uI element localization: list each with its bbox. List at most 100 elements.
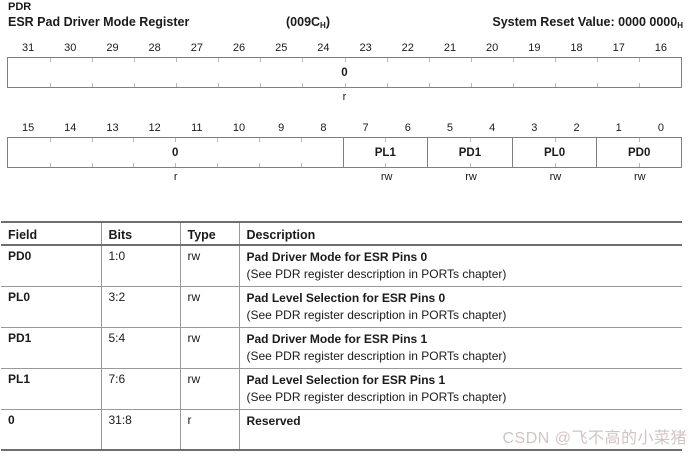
description-cell: Pad Level Selection for ESR Pins 0 (See … — [238, 286, 682, 327]
type-cell: rw — [179, 368, 239, 409]
bit-number: 10 — [232, 122, 246, 134]
bits-cell: 5:4 — [100, 327, 180, 368]
bit-number: 1 — [615, 122, 622, 134]
bit-boundary-tick — [596, 58, 598, 62]
description-cell: Reserved — [238, 409, 682, 450]
bit-number: 30 — [64, 42, 77, 54]
register-short-name: PDR — [8, 1, 32, 13]
bitfield-0: 0 — [8, 138, 343, 167]
bit-boundary-tick — [470, 83, 472, 87]
bitfield-label: PL1 — [374, 146, 396, 159]
bit-boundary-tick — [260, 58, 262, 62]
bits-cell: 1:0 — [100, 245, 180, 286]
bitfield-pd1: PD1 — [427, 138, 512, 167]
bit-number: 15 — [21, 122, 35, 134]
description-cell: Pad Level Selection for ESR Pins 1 (See … — [238, 368, 682, 409]
description-title: Pad Level Selection for ESR Pins 1 — [246, 372, 446, 387]
bit-number: 8 — [320, 122, 327, 134]
bit-boundary-tick — [554, 58, 556, 62]
bit-boundary-tick — [91, 163, 93, 167]
field-description-table: Field Bits Type Description PD0 1:0 rw P… — [1, 221, 682, 451]
bit-boundary-tick — [134, 83, 136, 87]
bit-boundary-tick — [92, 83, 94, 87]
description-cell: Pad Driver Mode for ESR Pins 0 (See PDR … — [238, 245, 682, 286]
bit-boundary-tick — [92, 58, 94, 62]
table-row-pl1: PL1 7:6 rw Pad Level Selection for ESR P… — [1, 368, 682, 409]
bit-boundary-tick — [385, 138, 387, 142]
field-name-cell: PD1 — [8, 330, 32, 345]
access-label: r — [342, 91, 347, 103]
col-header-description: Description — [238, 222, 682, 245]
bit-boundary-tick — [134, 58, 136, 62]
bit-boundary-tick — [176, 83, 178, 87]
bit-boundary-tick — [218, 58, 220, 62]
bit-boundary-tick — [512, 83, 514, 87]
bit-boundary-tick — [218, 83, 220, 87]
bit-number: 31 — [21, 42, 35, 54]
bitfield-label: PD1 — [458, 146, 482, 159]
bit-boundary-tick — [300, 138, 302, 142]
access-label: rw — [465, 171, 477, 183]
description-note: (See PDR register description in PORTs c… — [246, 267, 507, 281]
bit-boundary-tick — [133, 163, 135, 167]
table-row-pd0: PD0 1:0 rw Pad Driver Mode for ESR Pins … — [1, 245, 682, 286]
table-row-pl0: PL0 3:2 rw Pad Level Selection for ESR P… — [1, 286, 682, 327]
bit-number: 20 — [486, 42, 499, 54]
bit-boundary-tick — [554, 83, 556, 87]
description-title: Pad Driver Mode for ESR Pins 0 — [246, 250, 428, 264]
description-note: (See PDR register description in PORTs c… — [246, 348, 507, 363]
bit-number: 14 — [64, 122, 77, 134]
bit-boundary-tick — [217, 138, 219, 142]
register-address-subscript: H — [320, 21, 326, 30]
bitfield-pd0: PD0 — [596, 138, 681, 167]
bit-number: 26 — [232, 42, 246, 54]
access-label: r — [173, 171, 178, 183]
bit-number: 27 — [190, 42, 203, 54]
bits-cell: 7:6 — [100, 368, 180, 409]
field-name-cell: PL1 — [8, 371, 31, 386]
table-row-pd1: PD1 5:4 rw Pad Driver Mode for ESR Pins … — [1, 327, 682, 368]
register-title-line: ESR Pad Driver Mode Register (009CH) Sys… — [0, 15, 688, 32]
access-label: rw — [549, 171, 562, 183]
bit-boundary-tick — [258, 163, 260, 167]
bitfield-0: 0 — [8, 58, 681, 87]
bit-boundary-tick — [175, 138, 177, 142]
bit-number: 0 — [657, 122, 664, 134]
bit-number: 11 — [191, 122, 203, 134]
bit-boundary-tick — [428, 58, 430, 62]
type-cell: rw — [179, 327, 239, 368]
field-name-cell: PL0 — [8, 289, 31, 304]
bit-number: 16 — [654, 42, 668, 54]
bit-number: 5 — [446, 122, 454, 134]
col-header-bits: Bits — [100, 222, 180, 245]
bit-boundary-tick — [385, 163, 387, 167]
description-title: Reserved — [246, 413, 301, 428]
bit-number: 4 — [489, 122, 496, 134]
bitfield-label: 0 — [172, 146, 179, 159]
bit-boundary-tick — [260, 83, 262, 87]
bit-number: 18 — [570, 42, 583, 54]
bit-boundary-tick — [49, 138, 51, 142]
bit-boundary-tick — [386, 58, 388, 62]
register-address: (009CH) — [286, 15, 330, 30]
bit-boundary-tick — [176, 58, 178, 62]
bit-number: 6 — [404, 122, 411, 134]
bit-boundary-tick — [386, 83, 388, 87]
bit-boundary-tick — [258, 138, 260, 142]
access-label: rw — [634, 171, 646, 183]
description-title: Pad Level Selection for ESR Pins 0 — [246, 290, 446, 305]
bit-boundary-tick — [344, 58, 346, 62]
bit-number: 3 — [531, 122, 538, 134]
bit-boundary-tick — [512, 58, 514, 62]
bit-boundary-tick — [470, 58, 472, 62]
bit-boundary-tick — [302, 58, 304, 62]
col-header-type: Type — [179, 222, 239, 245]
bit-boundary-tick — [344, 83, 346, 87]
bitfield-pl1: PL1 — [342, 138, 428, 167]
description-cell: Pad Driver Mode for ESR Pins 1 (See PDR … — [238, 327, 682, 368]
type-cell: r — [179, 409, 239, 450]
reset-value-main: System Reset Value: 0000 0000 — [492, 15, 678, 29]
register-address-close: ) — [325, 15, 330, 29]
register-long-name: ESR Pad Driver Mode Register — [8, 15, 190, 29]
bit-boundary-tick — [638, 58, 640, 62]
